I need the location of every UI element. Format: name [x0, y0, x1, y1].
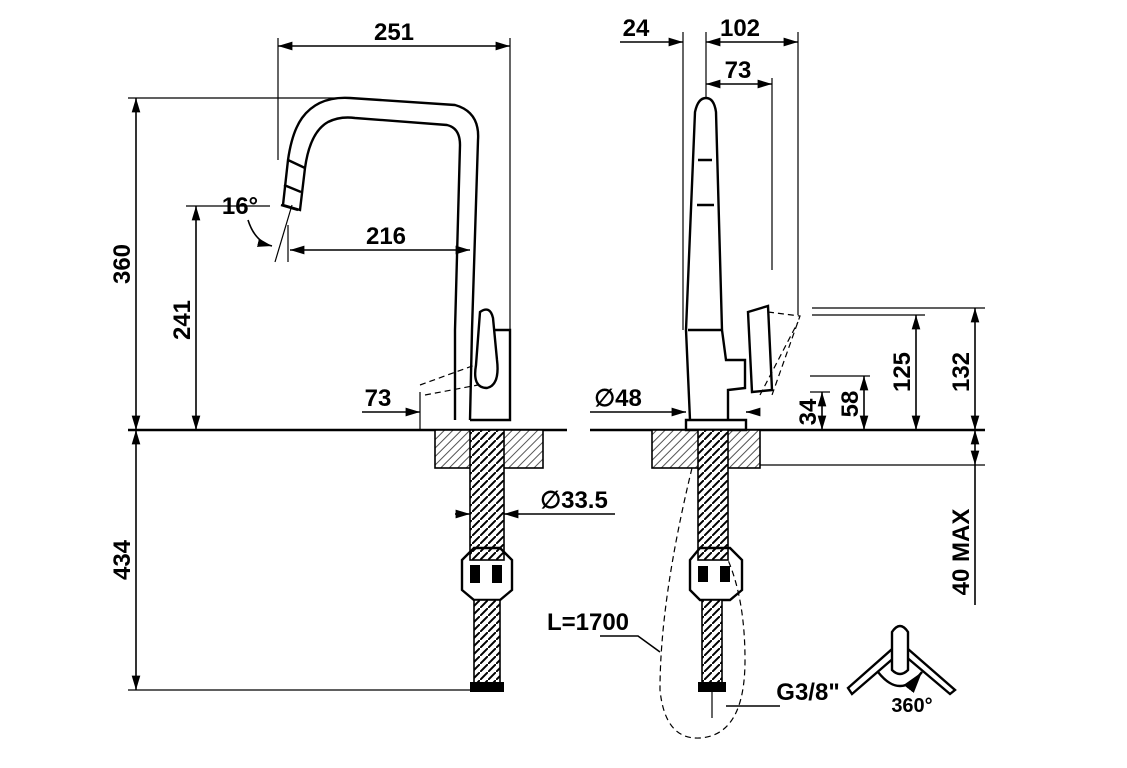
- dim-rotation: 360°: [891, 695, 932, 717]
- dim-height-outlet: 241: [169, 300, 196, 340]
- spout-lines-side: [688, 158, 722, 332]
- dim-height-total: 360: [109, 244, 136, 284]
- spout-body-front: [281, 96, 480, 421]
- base-side: [684, 418, 748, 432]
- handle-alt-side: [759, 311, 801, 396]
- handle-alt-front: [419, 364, 479, 396]
- nut-front: [460, 546, 514, 602]
- dim-handle-clearance: 73: [365, 385, 392, 412]
- side-view: 24 102 73 ∅48 125 132 58 34 40 MAX L=170…: [547, 15, 985, 739]
- handle-lever-front: [473, 308, 499, 390]
- spout-body-side: [684, 96, 747, 421]
- shank-side: [697, 429, 729, 561]
- dim-connection: G3/8": [776, 679, 839, 706]
- dim-handle-low: 58: [837, 391, 864, 418]
- nut-slot-a: [470, 565, 480, 583]
- nut-side: [688, 546, 744, 602]
- dim-thread-diameter: ∅33.5: [540, 487, 608, 514]
- spout-base-front: [470, 328, 512, 422]
- leader-hose: [600, 635, 661, 653]
- shank-front: [469, 429, 505, 561]
- hose-side: [701, 599, 723, 686]
- hose-end-side: [698, 682, 726, 692]
- hose-end-front: [470, 682, 504, 692]
- dim-handle-height-1: 125: [889, 352, 916, 392]
- dim-spray-angle: 16°: [222, 193, 258, 220]
- dim-handle-base: 34: [795, 398, 822, 425]
- dim-spout-reach: 216: [366, 223, 406, 250]
- dim-hose-length: L=1700: [547, 609, 629, 636]
- hose-loop: [659, 467, 746, 739]
- nut-slot-b: [492, 565, 502, 583]
- handle-side: [746, 304, 774, 394]
- dim-side-offset: 24: [623, 15, 650, 42]
- dim-reach-width: 251: [374, 19, 414, 46]
- nut-slot-c: [698, 566, 708, 582]
- nut-slot-d: [720, 566, 730, 582]
- dim-side-depth: 102: [720, 15, 760, 42]
- dim-deck-thickness: 40 MAX: [948, 509, 975, 596]
- dim-handle-height-2: 132: [948, 352, 975, 392]
- spray-head-front: [280, 158, 306, 212]
- rotation-icon: 360°: [846, 624, 957, 717]
- dim-base-diameter: ∅48: [594, 385, 642, 412]
- dim-side-handle: 73: [725, 57, 752, 84]
- dim-arc-16: [247, 219, 273, 247]
- dim-below-deck: 434: [109, 539, 136, 580]
- hose-front: [473, 599, 501, 686]
- front-view: 251 360 241 216 16° 73 434 ∅33.5: [109, 19, 615, 692]
